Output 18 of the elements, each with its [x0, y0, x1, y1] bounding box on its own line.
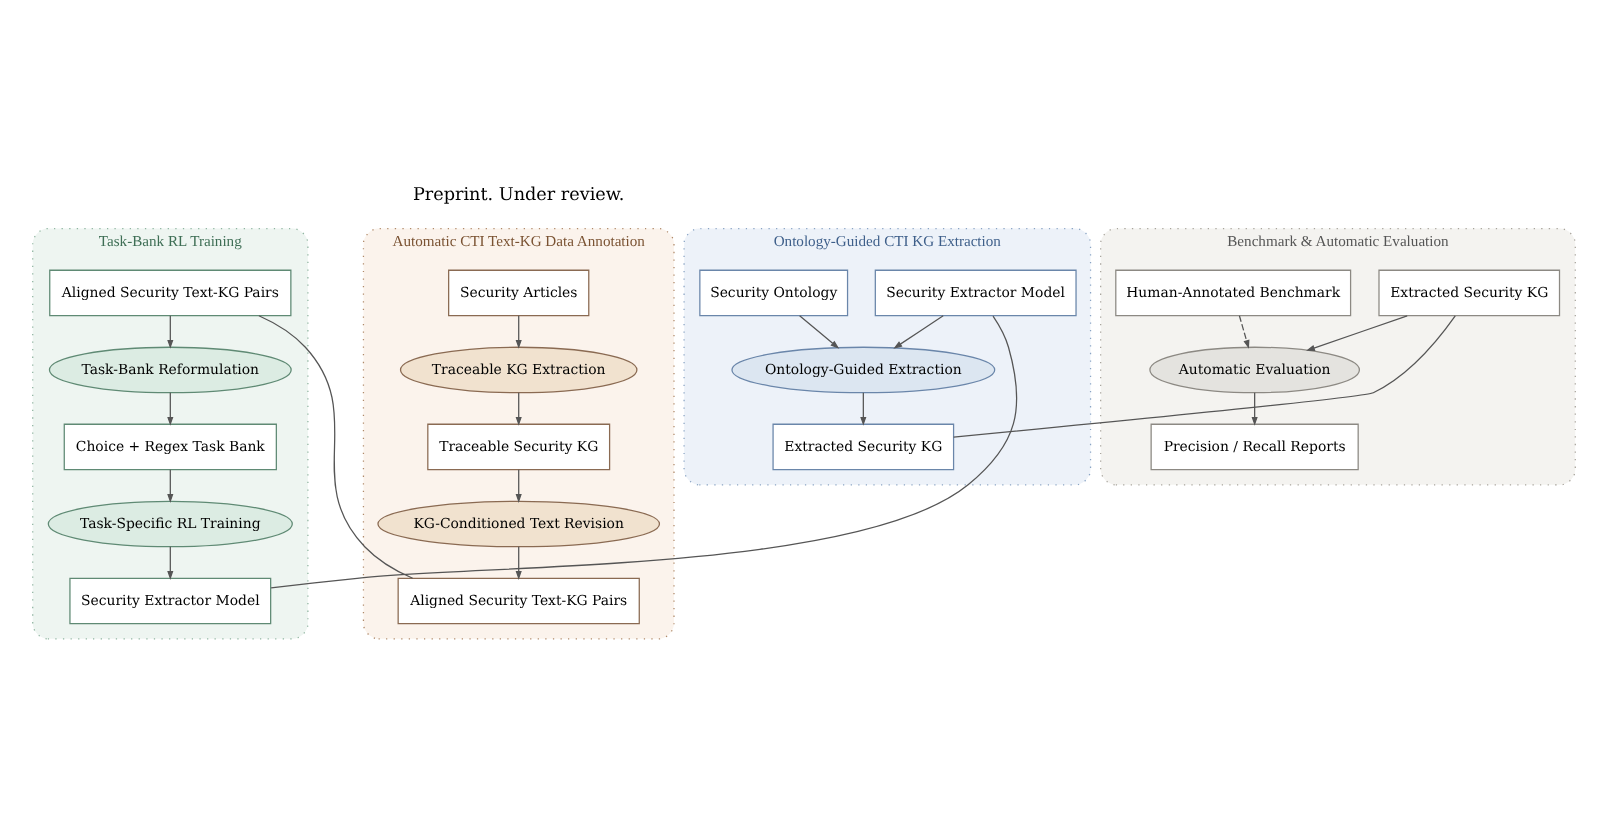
arrow — [893, 315, 944, 349]
arrow — [167, 315, 174, 349]
connector — [258, 315, 414, 579]
label: Preprint. Under review. — [412, 186, 625, 207]
arrow — [167, 469, 174, 503]
arrow — [515, 315, 522, 349]
arrow — [799, 315, 840, 349]
connector — [953, 315, 1456, 438]
arrow — [1251, 392, 1258, 426]
arrow — [515, 469, 522, 503]
arrow — [515, 546, 522, 580]
arrow — [1306, 315, 1408, 351]
arrow — [1238, 315, 1250, 349]
arrow — [515, 392, 522, 426]
connector — [270, 315, 1018, 589]
arrow — [860, 392, 867, 426]
arrow — [167, 392, 174, 426]
arrow — [167, 546, 174, 580]
